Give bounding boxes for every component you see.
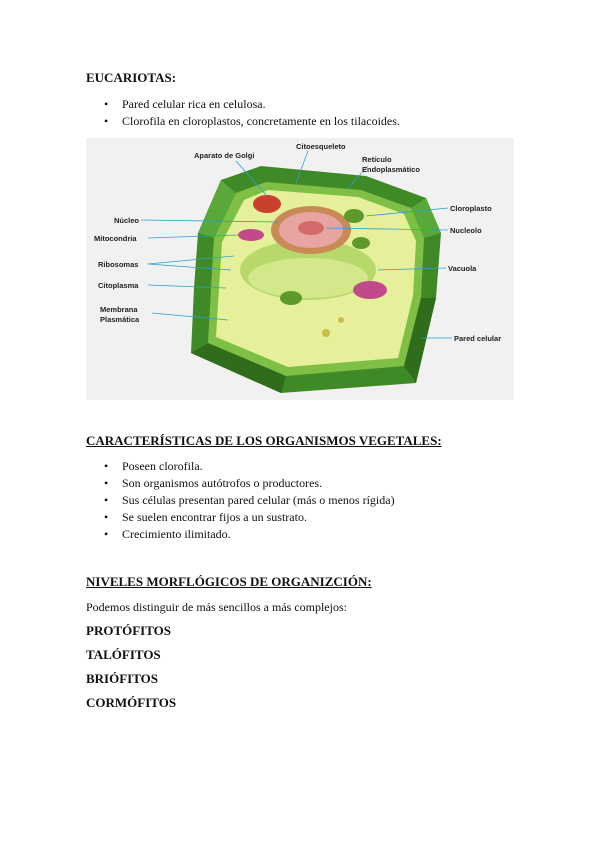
label-pared-celular: Pared celular (454, 334, 501, 343)
list-item: Pared celular rica en celulosa. (104, 96, 400, 113)
mitochondria (238, 229, 264, 241)
label-nucleolo: Nucleolo (450, 226, 482, 235)
label-vacuola: Vacuola (448, 264, 477, 273)
list-item: Poseen clorofila. (104, 458, 395, 475)
list-item: Clorofila en cloroplastos, concretamente… (104, 113, 400, 130)
eucariotas-list: Pared celular rica en celulosa. Clorofil… (104, 96, 400, 130)
section-eucariotas-title: EUCARIOTAS: (86, 70, 177, 85)
label-ribosomas: Ribosomas (98, 260, 138, 269)
level-talofitos: TALÓFITOS (86, 647, 161, 662)
label-reticulo-2: Endoplasmático (362, 165, 420, 174)
niveles-intro: Podemos distinguir de más sencillos a má… (86, 600, 347, 614)
caracteristicas-list: Poseen clorofila. Son organismos autótro… (104, 458, 395, 543)
golgi-apparatus (253, 195, 281, 213)
plant-cell-figure: Aparato de Golgi Citoesqueleto Retículo … (86, 138, 514, 400)
label-reticulo: Retículo (362, 155, 392, 164)
label-citoesqueleto: Citoesqueleto (296, 142, 346, 151)
label-membrana: Membrana (100, 305, 138, 314)
label-nucleo: Núcleo (114, 216, 139, 225)
level-cormofitos: CORMÓFITOS (86, 695, 177, 710)
section-niveles-title: NIVELES MORFLÓGICOS DE ORGANIZCIÓN: (86, 574, 372, 589)
list-item: Son organismos autótrofos o productores. (104, 475, 395, 492)
level-briofitos: BRIÓFITOS (86, 671, 159, 686)
callout-lines (140, 150, 452, 339)
list-item: Se suelen encontrar fijos a un sustrato. (104, 509, 395, 526)
label-citoplasma: Citoplasma (98, 281, 139, 290)
list-item: Crecimiento ilimitado. (104, 526, 395, 543)
nucleolus (298, 221, 324, 235)
figure-labels: Aparato de Golgi Citoesqueleto Retículo … (94, 142, 501, 343)
label-mitocondria: Mitocondria (94, 234, 137, 243)
chloroplast (344, 209, 364, 223)
list-item: Sus células presentan pared celular (más… (104, 492, 395, 509)
plant-cell-diagram: Aparato de Golgi Citoesqueleto Retículo … (86, 138, 514, 400)
section-caracteristicas-title: CARACTERÍSTICAS DE LOS ORGANISMOS VEGETA… (86, 433, 442, 448)
label-cloroplasto: Cloroplasto (450, 204, 492, 213)
label-golgi: Aparato de Golgi (194, 151, 254, 160)
label-plasmatica: Plasmática (100, 315, 140, 324)
level-protofitos: PROTÓFITOS (86, 623, 172, 638)
